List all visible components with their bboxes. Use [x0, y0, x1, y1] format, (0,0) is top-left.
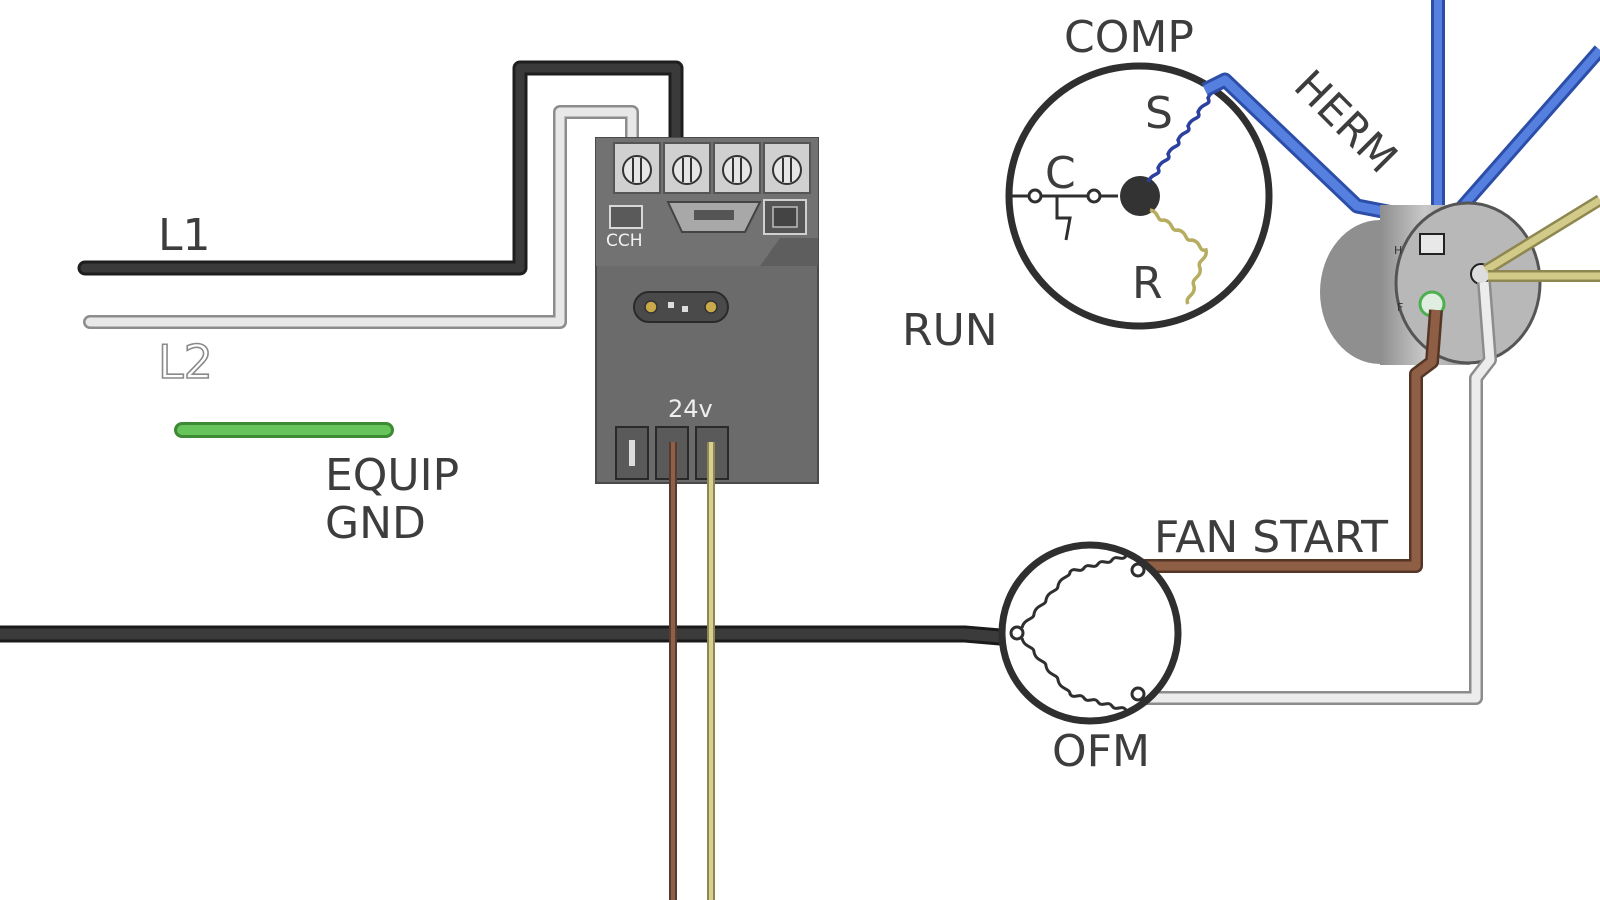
l2-wire — [83, 105, 639, 329]
gnd-label: GND — [325, 498, 426, 549]
cap-h-terminal — [1419, 233, 1445, 255]
run-winding-coil — [1149, 208, 1208, 305]
comp-r-label: R — [1132, 258, 1163, 309]
fan-start-wire — [1142, 309, 1443, 573]
contactor-terminal-4 — [763, 142, 811, 194]
ofm-common-wire — [0, 625, 1021, 647]
run-capacitor: H F — [1320, 201, 1542, 365]
contactor-terminal-1 — [613, 142, 661, 194]
compressor-common-node — [1120, 176, 1160, 216]
l2-label: L2 — [158, 335, 213, 389]
comp-s-label: S — [1145, 88, 1173, 139]
l1-label: L1 — [158, 210, 211, 261]
24v-label: 24v — [668, 395, 713, 423]
comp-label: COMP — [1064, 12, 1194, 63]
compressor-symbol: C S R — [1005, 62, 1273, 330]
l1-wire — [77, 60, 684, 276]
yellow-wire-right-1 — [1482, 194, 1600, 276]
cap-f-label: F — [1397, 301, 1403, 314]
fan-start-label: FAN START — [1154, 512, 1388, 563]
cap-h-label: H — [1394, 244, 1402, 257]
cch-label: CCH — [606, 231, 643, 251]
comp-c-label: C — [1045, 148, 1076, 199]
contactor-terminal-3 — [713, 142, 761, 194]
start-winding-coil — [1146, 83, 1221, 183]
ofm-white-wire — [1142, 281, 1497, 705]
coil-indicator — [633, 291, 729, 323]
contactor-terminal-2 — [663, 142, 711, 194]
ofm-symbol — [998, 541, 1182, 725]
equip-label: EQUIP — [325, 450, 459, 501]
run-label: RUN — [902, 305, 998, 356]
ofm-run-coil — [1020, 637, 1128, 712]
ofm-start-coil — [1020, 554, 1128, 629]
contactor: CCH 24v — [595, 137, 819, 484]
ofm-label: OFM — [1052, 726, 1150, 777]
cch-plug — [609, 205, 643, 229]
